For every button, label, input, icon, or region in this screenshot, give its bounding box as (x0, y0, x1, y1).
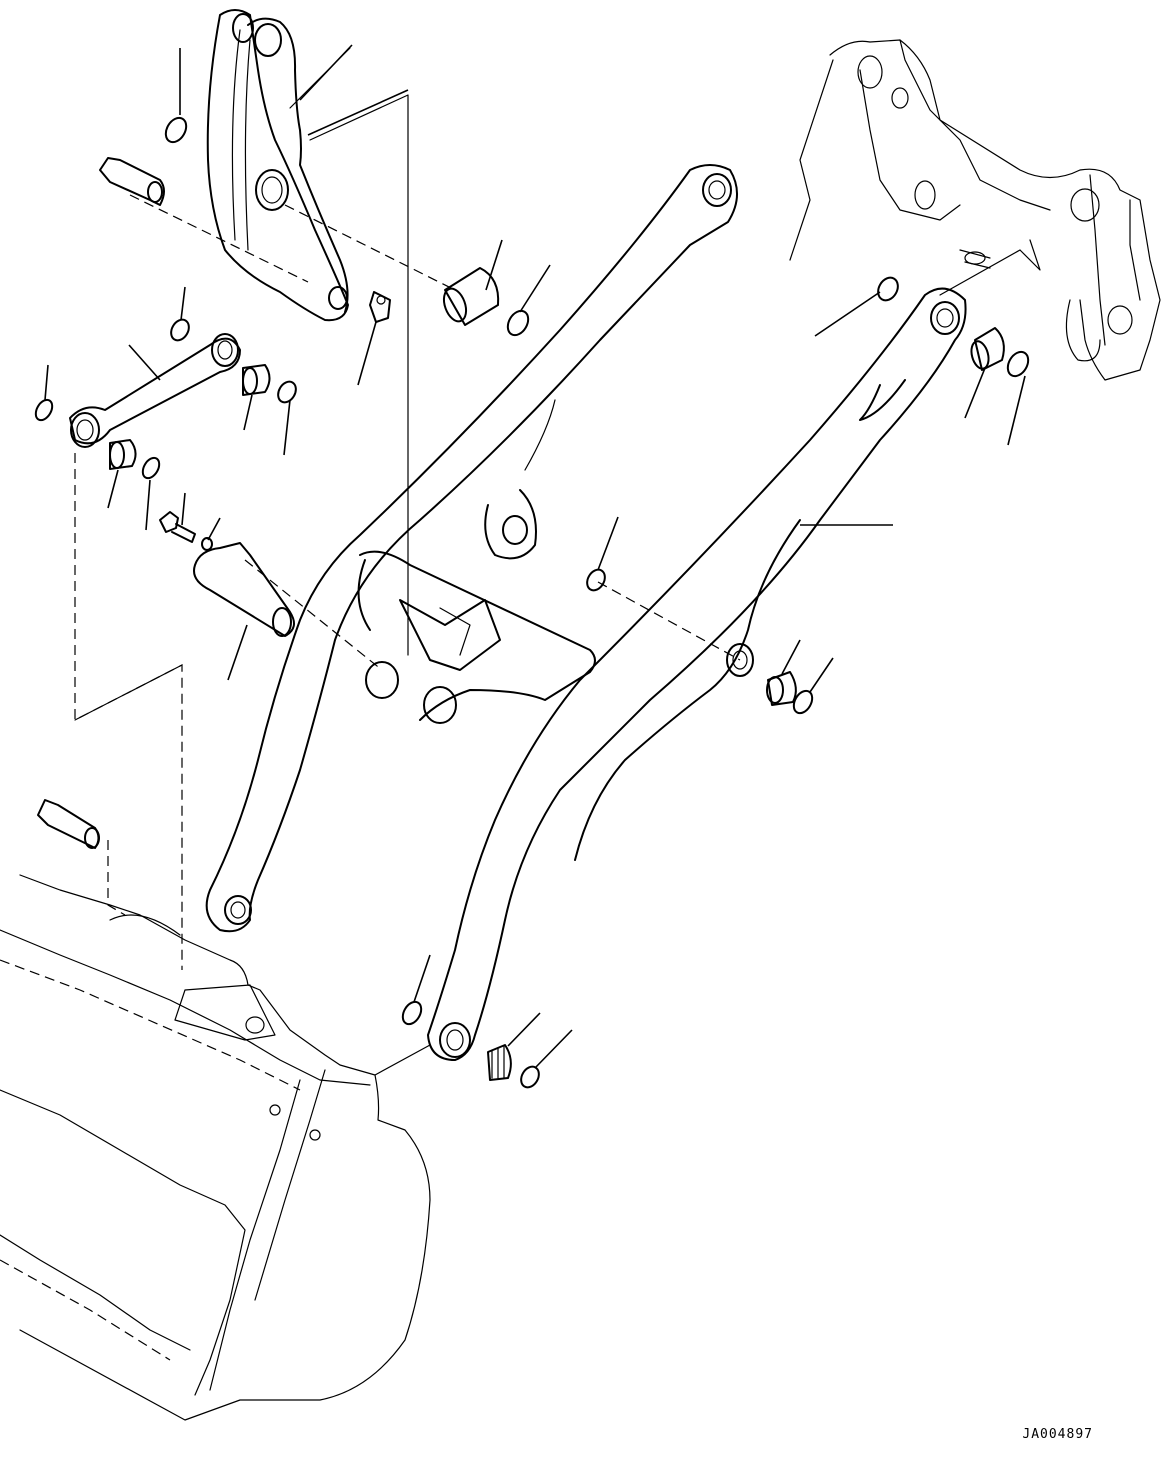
bushing-right-upper (970, 327, 1005, 371)
o-ring-right-top (877, 276, 899, 302)
bucket (0, 874, 431, 1421)
bolt (159, 511, 196, 543)
bushing-bottom (487, 1044, 512, 1081)
bushing-link-upper (242, 364, 271, 396)
o-ring-right-lower (792, 689, 814, 715)
main-pin (193, 542, 295, 637)
assembly-lines (74, 47, 1021, 1076)
front-frame (789, 39, 1161, 381)
drawing-code: JA004897 (1022, 1427, 1093, 1442)
tilt-link (69, 333, 241, 448)
o-ring-bottom-right (520, 1065, 540, 1089)
o-ring-center (586, 568, 606, 592)
bell-crank (206, 9, 349, 322)
o-ring-upper-center (506, 309, 530, 337)
pin-upper (99, 157, 165, 206)
bushing-upper-center (442, 267, 500, 326)
o-ring-right-upper (1006, 350, 1030, 378)
o-ring-bottom-left (401, 1000, 423, 1026)
boom (205, 164, 967, 1061)
bucket-pin (37, 799, 100, 849)
leader-lines (44, 44, 1026, 1069)
bushing-right-lower (766, 671, 797, 706)
bushing-link-lower (109, 439, 137, 470)
o-rings-left (34, 116, 297, 551)
grease-fitting (369, 291, 391, 323)
